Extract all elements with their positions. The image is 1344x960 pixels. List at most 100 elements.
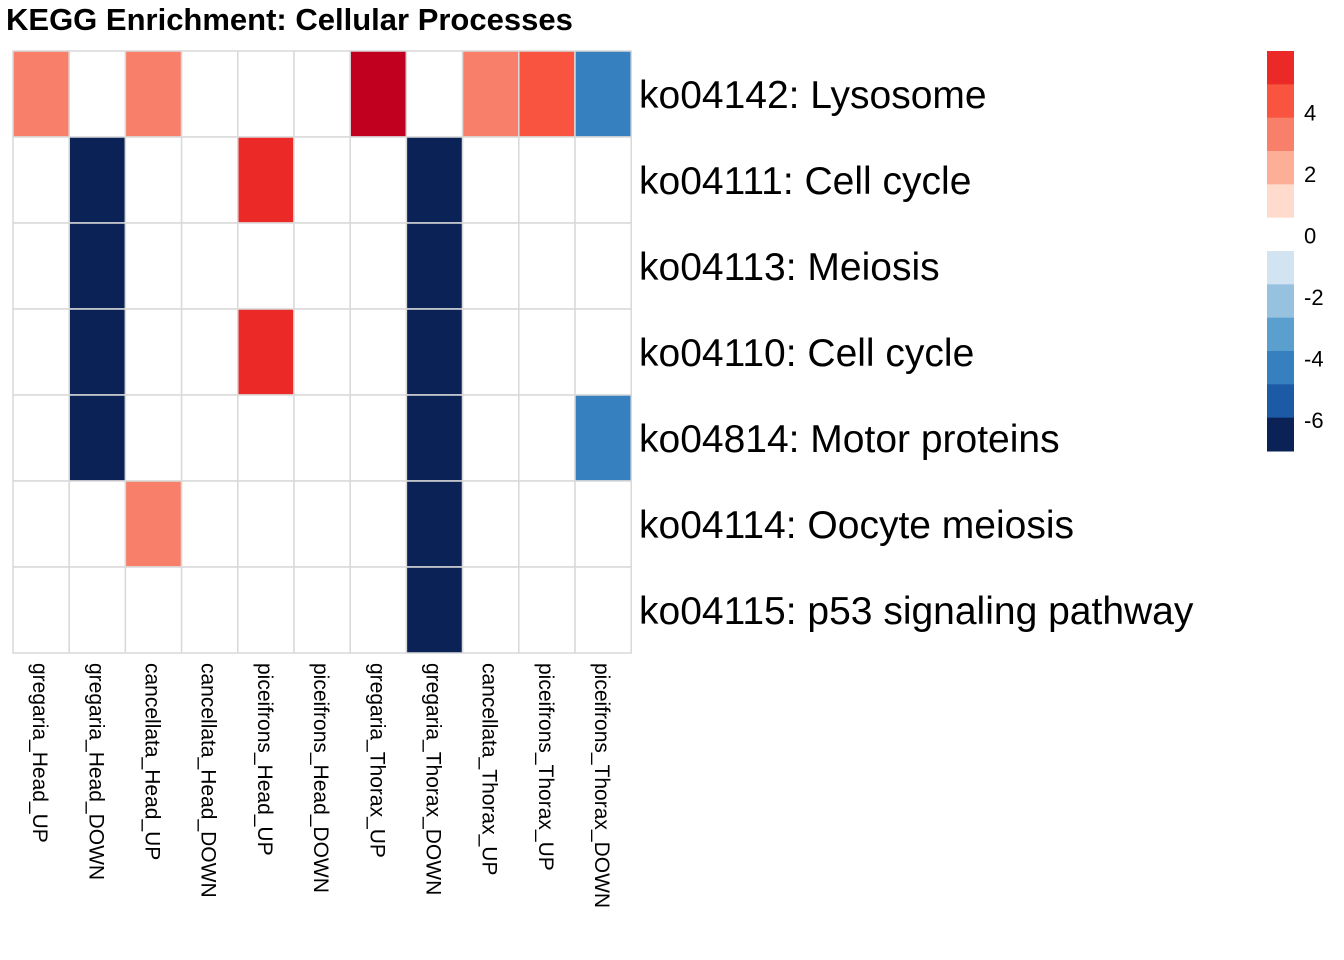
heatmap-cell (461, 480, 520, 568)
heatmap-cell (293, 50, 351, 138)
heatmap-cell (12, 394, 70, 482)
heatmap-cell (574, 480, 632, 568)
heatmap-cell (349, 308, 408, 396)
heatmap-cell (349, 50, 408, 138)
heatmap-cell (237, 136, 295, 224)
heatmap-cell (237, 394, 295, 482)
heatmap-cell (12, 480, 70, 568)
column-label: cancellata_Thorax_UP (478, 663, 501, 875)
heatmap-cell (237, 480, 295, 568)
heatmap-cell (237, 222, 295, 310)
column-label: piceifrons_Head_UP (253, 663, 276, 856)
row-label: ko04114: Oocyte meiosis (639, 504, 1074, 547)
heatmap-cell (518, 566, 576, 654)
heatmap-cell (405, 222, 464, 310)
heatmap-cell (68, 480, 127, 568)
heatmap-cell (461, 308, 520, 396)
heatmap-cell (461, 566, 520, 654)
heatmap-cell (68, 566, 127, 654)
row-label: ko04814: Motor proteins (639, 418, 1060, 461)
heatmap-cell (574, 566, 632, 654)
heatmap-cell (180, 394, 239, 482)
legend-tick-label: -4 (1304, 347, 1324, 372)
legend-swatch (1267, 351, 1294, 385)
heatmap-cell (180, 136, 239, 224)
row-label: ko04115: p53 signaling pathway (639, 590, 1194, 633)
heatmap-cell (293, 222, 351, 310)
column-label: piceifrons_Head_DOWN (309, 663, 332, 893)
heatmap-cell (180, 50, 239, 138)
row-label: ko04110: Cell cycle (639, 332, 974, 375)
heatmap-cell (12, 136, 70, 224)
heatmap-cell (518, 50, 576, 138)
heatmap-cell (461, 136, 520, 224)
heatmap-cell (68, 50, 127, 138)
heatmap-cell (237, 308, 295, 396)
heatmap-cell (293, 566, 351, 654)
legend-tick-label: 4 (1304, 101, 1316, 126)
heatmap-cell (12, 50, 70, 138)
legend-tick-label: 0 (1304, 224, 1316, 249)
column-label: cancellata_Head_DOWN (197, 663, 220, 898)
heatmap-cell (124, 394, 183, 482)
heatmap-cell (124, 566, 183, 654)
column-label: gregaria_Thorax_UP (365, 663, 388, 858)
heatmap-cell (12, 308, 70, 396)
heatmap-cells (12, 50, 632, 654)
heatmap-cell (518, 222, 576, 310)
row-label: ko04113: Meiosis (639, 246, 940, 289)
row-label: ko04142: Lysosome (639, 74, 987, 117)
heatmap-cell (461, 50, 520, 138)
row-labels: ko04142: Lysosome ko04111: Cell cycle ko04… (639, 74, 1194, 633)
column-label: piceifrons_Thorax_DOWN (590, 663, 613, 908)
heatmap-cell (124, 222, 183, 310)
heatmap-cell (518, 480, 576, 568)
heatmap-cell (574, 50, 632, 138)
chart-title: KEGG Enrichment: Cellular Processes (6, 2, 573, 37)
column-label: cancellata_Head_UP (141, 663, 164, 860)
legend-swatch (1267, 184, 1294, 219)
legend-tick-label: -6 (1304, 408, 1324, 433)
heatmap-cell (405, 308, 464, 396)
heatmap-cell (574, 136, 632, 224)
heatmap-cell (405, 136, 464, 224)
heatmap-cell (349, 480, 408, 568)
legend-tick-label: 2 (1304, 162, 1316, 187)
legend-swatch (1267, 217, 1294, 252)
legend-swatch (1267, 151, 1294, 185)
heatmap-cell (405, 480, 464, 568)
heatmap-cell (180, 308, 239, 396)
heatmap-cell (180, 222, 239, 310)
heatmap-cell (237, 566, 295, 654)
column-label: gregaria_Thorax_DOWN (422, 663, 445, 895)
heatmap-cell (349, 394, 408, 482)
legend-swatch (1267, 117, 1294, 152)
row-label: ko04111: Cell cycle (639, 160, 971, 203)
legend-swatch (1267, 284, 1294, 319)
heatmap-cell (68, 136, 127, 224)
heatmap-cell (518, 136, 576, 224)
heatmap-cell (68, 222, 127, 310)
heatmap-cell (124, 308, 183, 396)
heatmap-cell (12, 222, 70, 310)
heatmap-cell (12, 566, 70, 654)
heatmap-cell (574, 394, 632, 482)
heatmap-cell (180, 480, 239, 568)
legend-swatch (1267, 51, 1294, 85)
heatmap-cell (349, 136, 408, 224)
heatmap-cell (574, 308, 632, 396)
color-legend: 420-2-4-6 (1267, 51, 1324, 452)
column-label: gregaria_Head_UP (28, 663, 51, 843)
heatmap-cell (518, 394, 576, 482)
heatmap-cell (180, 566, 239, 654)
heatmap-cell (405, 394, 464, 482)
heatmap-cell (461, 222, 520, 310)
heatmap-cell (461, 394, 520, 482)
heatmap-cell (293, 480, 351, 568)
heatmap-cell (124, 480, 183, 568)
heatmap-cell (574, 222, 632, 310)
heatmap-cell (518, 308, 576, 396)
heatmap-cell (349, 222, 408, 310)
legend-swatch (1267, 84, 1294, 119)
